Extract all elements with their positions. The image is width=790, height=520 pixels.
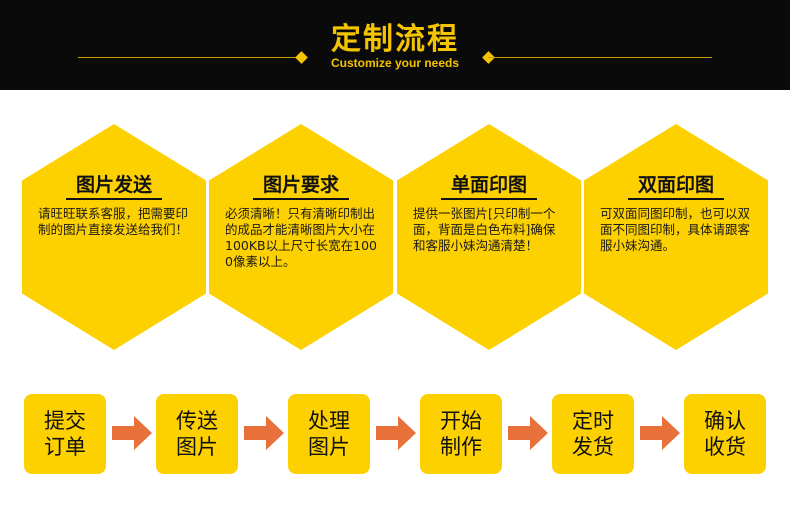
header-banner: 定制流程 Customize your needs (0, 0, 790, 90)
card-title: 双面印图 (637, 174, 714, 196)
right-arrow-icon (508, 416, 548, 450)
right-arrow-icon (376, 416, 416, 450)
right-arrow-icon (244, 416, 284, 450)
card-body: 必须清晰！只有清晰印制出的成品才能清晰图片大小在100KB以上尺寸长宽在1000… (225, 206, 377, 269)
card-body: 可双面同图印制，也可以双面不同图印制，具体请跟客服小妹沟通。 (600, 206, 751, 253)
step-confirm-receipt: 确认收货 (684, 394, 766, 474)
header-right-line (488, 57, 712, 58)
card-title: 单面印图 (450, 174, 527, 196)
header-left-line (78, 57, 302, 58)
step-label: 定时发货 (572, 409, 614, 459)
card-single-side-print: 单面印图 提供一张图片[只印制一个面，背面是白色布料]确保和客服小妹沟通清楚！ (397, 124, 581, 350)
card-title-underline (628, 198, 724, 200)
right-arrow-icon (112, 416, 152, 450)
page-title: 定制流程 (331, 22, 459, 57)
card-title-underline (441, 198, 537, 200)
step-start-production: 开始制作 (420, 394, 502, 474)
step-submit-order: 提交订单 (24, 394, 106, 474)
card-body: 请旺旺联系客服，把需要印制的图片直接发送给我们！ (38, 206, 189, 237)
step-label: 提交订单 (44, 409, 86, 459)
step-label: 确认收货 (704, 409, 746, 459)
step-label: 开始制作 (440, 409, 482, 459)
step-send-images: 传送图片 (156, 394, 238, 474)
step-label: 传送图片 (176, 409, 218, 459)
step-process-images: 处理图片 (288, 394, 370, 474)
card-title: 图片要求 (262, 174, 339, 196)
card-title-underline (66, 198, 162, 200)
card-double-side-print: 双面印图 可双面同图印制，也可以双面不同图印制，具体请跟客服小妹沟通。 (584, 124, 768, 350)
card-image-send: 图片发送 请旺旺联系客服，把需要印制的图片直接发送给我们！ (22, 124, 206, 350)
card-image-requirements: 图片要求 必须清晰！只有清晰印制出的成品才能清晰图片大小在100KB以上尺寸长宽… (209, 124, 393, 350)
card-body: 提供一张图片[只印制一个面，背面是白色布料]确保和客服小妹沟通清楚！ (413, 206, 556, 253)
right-arrow-icon (640, 416, 680, 450)
step-label: 处理图片 (308, 409, 350, 459)
card-title-underline (253, 198, 349, 200)
page-subtitle: Customize your needs (330, 56, 460, 70)
step-scheduled-shipping: 定时发货 (552, 394, 634, 474)
card-title: 图片发送 (75, 174, 152, 196)
